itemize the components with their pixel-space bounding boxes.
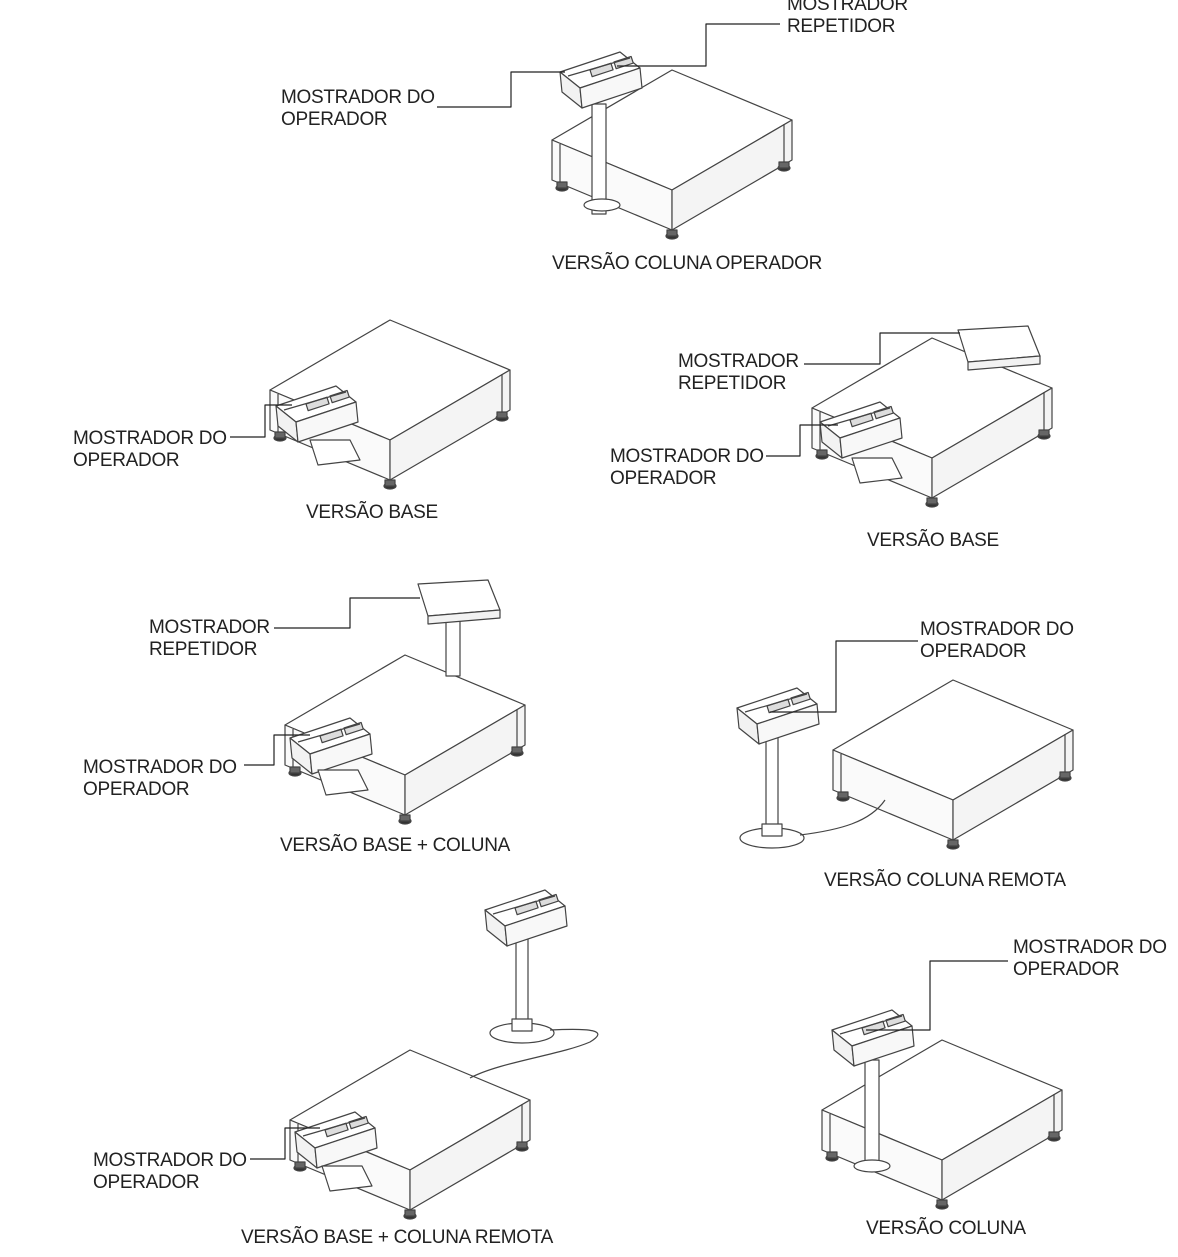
- label-line: OPERADOR: [83, 779, 190, 800]
- label-line: MOSTRADOR: [149, 617, 270, 638]
- label-operador: MOSTRADOR DO OPERADOR: [93, 1150, 247, 1194]
- label-operador: MOSTRADOR DO OPERADOR: [83, 757, 237, 801]
- label-line: OPERADOR: [610, 468, 717, 489]
- label-line: MOSTRADOR: [678, 351, 799, 372]
- label-line: MOSTRADOR DO: [93, 1150, 247, 1171]
- label-line: MOSTRADOR DO: [83, 757, 237, 778]
- label-line: MOSTRADOR DO: [281, 87, 435, 108]
- caption-base-coluna: VERSÃO BASE + COLUNA: [280, 835, 510, 856]
- caption-coluna-operador: VERSÃO COLUNA OPERADOR: [552, 253, 823, 274]
- label-operador: MOSTRADOR DO OPERADOR: [1013, 937, 1167, 981]
- label-line: REPETIDOR: [787, 16, 896, 37]
- figure-base-coluna-remota: [250, 889, 599, 1220]
- caption-coluna: VERSÃO COLUNA: [866, 1218, 1026, 1239]
- label-operador: MOSTRADOR DO OPERADOR: [920, 619, 1074, 663]
- label-line: OPERADOR: [1013, 959, 1120, 980]
- label-operador: MOSTRADOR DO OPERADOR: [610, 446, 764, 490]
- caption-base-2: VERSÃO BASE: [867, 530, 999, 551]
- caption-base-coluna-remota: VERSÃO BASE + COLUNA REMOTA: [241, 1227, 553, 1248]
- label-operador: MOSTRADOR DO OPERADOR: [73, 428, 227, 472]
- figure-coluna: [821, 960, 1063, 1210]
- caption-coluna-remota: VERSÃO COLUNA REMOTA: [824, 870, 1066, 891]
- figure-coluna-operador: [437, 23, 793, 240]
- figure-coluna-remota: [736, 640, 1074, 850]
- label-repetidor: MOSTRADOR REPETIDOR: [149, 617, 270, 661]
- figure-base-1: [230, 319, 511, 490]
- label-line: OPERADOR: [73, 450, 180, 471]
- label-line: MOSTRADOR DO: [610, 446, 764, 467]
- figure-base-coluna: [244, 579, 526, 825]
- label-repetidor: MOSTRADOR REPETIDOR: [678, 351, 799, 395]
- label-operador: MOSTRADOR DO OPERADOR: [281, 87, 435, 131]
- label-line: OPERADOR: [281, 109, 388, 130]
- label-line: OPERADOR: [920, 641, 1027, 662]
- label-line: MOSTRADOR DO: [73, 428, 227, 449]
- label-line: OPERADOR: [93, 1172, 200, 1193]
- label-line: REPETIDOR: [678, 373, 787, 394]
- label-line: MOSTRADOR DO: [920, 619, 1074, 640]
- label-line: MOSTRADOR DO: [1013, 937, 1167, 958]
- label-line: REPETIDOR: [149, 639, 258, 660]
- label-line: MOSTRADOR: [787, 0, 908, 15]
- caption-base-1: VERSÃO BASE: [306, 502, 438, 523]
- figure-base-2: [766, 325, 1053, 508]
- label-repetidor: MOSTRADOR REPETIDOR: [787, 0, 908, 38]
